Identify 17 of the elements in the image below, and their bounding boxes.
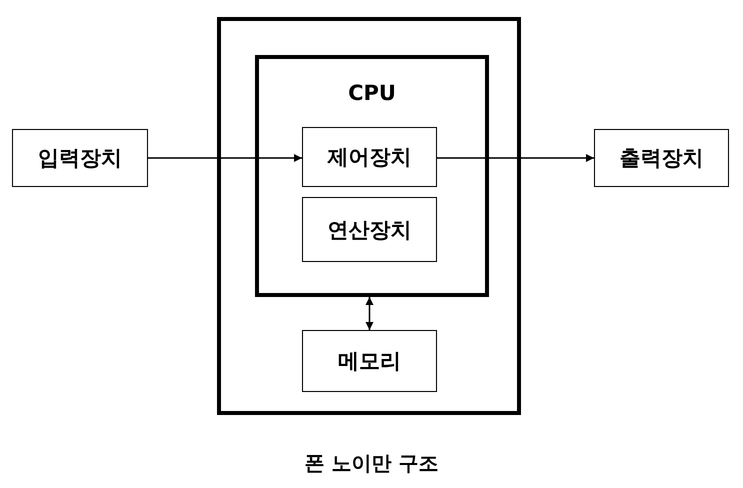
process-box xyxy=(302,197,437,262)
box-label: 연산장치 xyxy=(328,216,412,244)
box-label: 입력장치 xyxy=(38,145,122,172)
arrow xyxy=(148,154,302,162)
box-label: CPU xyxy=(348,81,396,105)
process-box xyxy=(302,330,437,392)
box-label: 제어장치 xyxy=(328,144,412,171)
process-box xyxy=(302,127,437,187)
process-box xyxy=(255,55,489,297)
process-box xyxy=(12,129,148,187)
arrow xyxy=(437,154,594,162)
arrow xyxy=(366,297,374,330)
box-label: 메모리 xyxy=(338,348,401,375)
process-box xyxy=(594,129,729,187)
caption: 폰 노이만 구조 xyxy=(304,450,440,477)
frame-box xyxy=(217,17,521,415)
box-label: 출력장치 xyxy=(620,145,704,172)
